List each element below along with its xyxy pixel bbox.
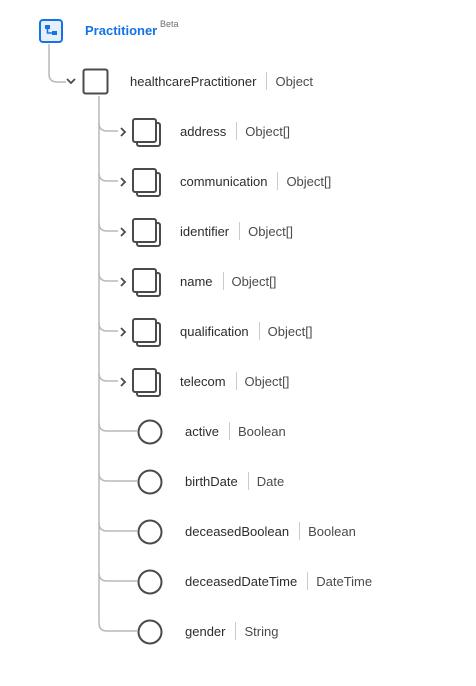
chevron-right-icon[interactable]	[117, 375, 129, 389]
field-name: active	[185, 423, 219, 439]
separator	[228, 422, 230, 440]
field-row[interactable]: name Object[]	[180, 271, 276, 291]
field-name: deceasedBoolean	[185, 523, 290, 539]
separator	[258, 322, 260, 340]
stacked-squares-icon[interactable]	[131, 317, 163, 349]
separator	[307, 572, 309, 590]
field-row[interactable]: birthDate Date	[185, 471, 284, 491]
field-type: Object	[275, 73, 314, 89]
field-row[interactable]: deceasedDateTime DateTime	[185, 571, 372, 591]
separator	[277, 172, 279, 190]
object-square-icon[interactable]	[82, 68, 110, 96]
field-row[interactable]: active Boolean	[185, 421, 286, 441]
field-name: birthDate	[185, 473, 238, 489]
field-type: DateTime	[316, 573, 373, 589]
field-name: communication	[180, 173, 268, 189]
field-type: Boolean	[237, 423, 286, 439]
chevron-right-icon[interactable]	[117, 175, 129, 189]
root-title[interactable]: Practitioner	[85, 23, 158, 38]
separator	[236, 122, 238, 140]
field-type: Object[]	[231, 273, 277, 289]
connector-field	[98, 222, 118, 232]
stacked-squares-icon[interactable]	[131, 217, 163, 249]
connector-field	[98, 172, 118, 182]
beta-badge: Beta	[160, 19, 179, 29]
circle-icon[interactable]	[136, 468, 164, 496]
separator	[266, 72, 268, 90]
connector-field	[98, 622, 137, 632]
field-type: Object[]	[267, 323, 313, 339]
connector-field	[98, 522, 137, 532]
field-row[interactable]: gender String	[185, 621, 278, 641]
connector-field	[98, 472, 137, 482]
chevron-right-icon[interactable]	[117, 275, 129, 289]
stacked-squares-icon[interactable]	[131, 367, 163, 399]
chevron-right-icon[interactable]	[117, 325, 129, 339]
separator	[235, 372, 237, 390]
field-name: name	[180, 273, 213, 289]
connector-field	[98, 272, 118, 282]
field-row[interactable]: deceasedBoolean Boolean	[185, 521, 356, 541]
stacked-squares-icon[interactable]	[131, 167, 163, 199]
field-row[interactable]: identifier Object[]	[180, 221, 293, 241]
circle-icon[interactable]	[136, 418, 164, 446]
field-row[interactable]: telecom Object[]	[180, 371, 289, 391]
connector-field	[98, 422, 137, 432]
stacked-squares-icon[interactable]	[131, 267, 163, 299]
field-row[interactable]: address Object[]	[180, 121, 290, 141]
connector-field	[98, 372, 118, 382]
field-type: Object[]	[286, 173, 332, 189]
connector-field	[98, 122, 118, 132]
stacked-squares-icon[interactable]	[131, 117, 163, 149]
chevron-right-icon[interactable]	[117, 225, 129, 239]
separator	[239, 222, 241, 240]
field-name: healthcarePractitioner	[130, 73, 257, 89]
object-node[interactable]: healthcarePractitioner Object	[130, 71, 313, 91]
separator	[247, 472, 249, 490]
circle-icon[interactable]	[136, 618, 164, 646]
field-name: identifier	[180, 223, 230, 239]
circle-icon[interactable]	[136, 518, 164, 546]
connector-field	[98, 572, 137, 582]
field-type: Object[]	[248, 223, 293, 239]
field-type: Object[]	[245, 123, 291, 139]
circle-icon[interactable]	[136, 568, 164, 596]
connector-root	[48, 44, 66, 83]
field-type: Object[]	[244, 373, 290, 389]
field-type: Date	[256, 473, 285, 489]
connector-field	[98, 322, 118, 332]
field-row[interactable]: qualification Object[]	[180, 321, 312, 341]
field-type: String	[244, 623, 279, 639]
field-row[interactable]: communication Object[]	[180, 171, 331, 191]
separator	[222, 272, 224, 290]
chevron-down-icon[interactable]	[64, 74, 78, 88]
field-name: deceasedDateTime	[185, 573, 298, 589]
field-name: gender	[185, 623, 226, 639]
field-type: Boolean	[308, 523, 356, 539]
field-name: telecom	[180, 373, 226, 389]
field-name: qualification	[180, 323, 249, 339]
chevron-right-icon[interactable]	[117, 125, 129, 139]
schema-tree-icon[interactable]	[39, 19, 63, 43]
separator	[299, 522, 301, 540]
separator	[235, 622, 237, 640]
field-name: address	[180, 123, 227, 139]
